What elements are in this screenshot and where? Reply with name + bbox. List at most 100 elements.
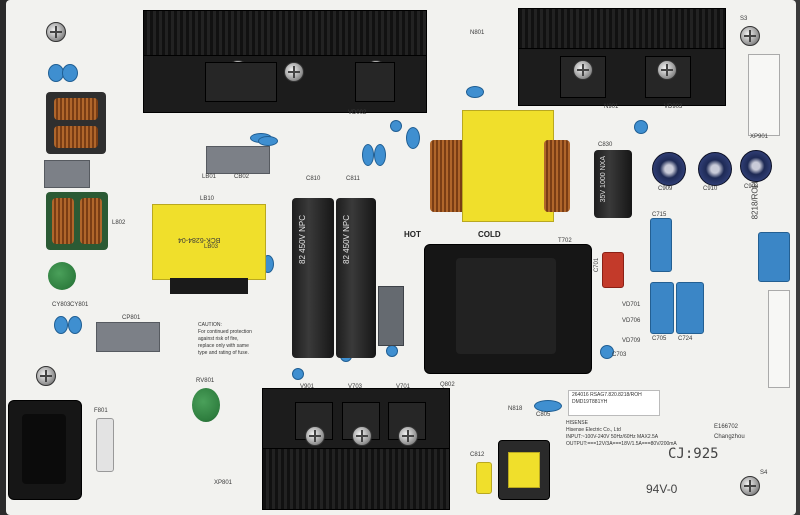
ref-label: LB01 bbox=[202, 174, 217, 180]
relay bbox=[378, 286, 404, 346]
choke-2-winding bbox=[52, 198, 74, 244]
maker-name: Hisense Electric Co., Ltd bbox=[566, 427, 621, 433]
output-capacitor bbox=[594, 150, 632, 218]
varistor bbox=[192, 388, 220, 422]
choke-2-winding bbox=[80, 198, 102, 244]
ref-c705: C705 bbox=[652, 336, 667, 342]
heatsink-top-right-base bbox=[518, 48, 726, 106]
ref-c715: C715 bbox=[652, 212, 667, 218]
yellow-capacitor bbox=[476, 462, 492, 494]
ref-label: CY803 bbox=[52, 302, 71, 308]
ref-label: Q802 bbox=[440, 382, 455, 388]
film-capacitor-red bbox=[602, 252, 624, 288]
board-sticker: 264016 RSAG7.820.8218/ROH DMD19T881YH bbox=[568, 390, 660, 416]
ref-label: VD903 bbox=[664, 104, 683, 110]
ceramic-capacitor bbox=[390, 120, 402, 132]
filter-capacitor bbox=[740, 150, 772, 182]
choke-1-winding bbox=[54, 98, 98, 120]
ref-label: CB02 bbox=[234, 174, 250, 180]
ceramic-capacitor bbox=[386, 345, 398, 357]
ceramic-capacitor bbox=[406, 127, 420, 149]
ref-f801: F801 bbox=[94, 408, 108, 414]
ref-label: C812 bbox=[470, 452, 485, 458]
choke-1-winding bbox=[54, 126, 98, 148]
bulk-capacitor-label: 82 450V NPC bbox=[298, 215, 307, 264]
screw bbox=[740, 26, 760, 46]
transformer-standby-base bbox=[170, 278, 248, 294]
screw bbox=[352, 426, 372, 446]
screw bbox=[284, 62, 304, 82]
ref-label: S3 bbox=[740, 16, 748, 22]
ref-vd706: VD706 bbox=[622, 318, 641, 324]
connector-xp901 bbox=[748, 54, 780, 136]
ref-label: N801 bbox=[470, 30, 485, 36]
ceramic-capacitor bbox=[292, 368, 304, 380]
film-capacitor bbox=[676, 282, 704, 334]
caution-line: type and rating of fuse. bbox=[198, 350, 249, 356]
ref-label: CY801 bbox=[70, 302, 89, 308]
film-capacitor bbox=[650, 282, 674, 334]
ref-label: L802 bbox=[112, 220, 126, 226]
pfc-transformer-ref: T702 bbox=[558, 238, 572, 244]
ceramic-capacitor bbox=[634, 120, 648, 134]
ref-c908: C908 bbox=[744, 184, 759, 190]
caution-line: against risk of fire, bbox=[198, 336, 239, 342]
caution-line: For continued protection bbox=[198, 329, 252, 335]
bulk-capacitor bbox=[292, 198, 334, 358]
main-transformer-winding bbox=[544, 140, 570, 212]
ref-label: C810 bbox=[306, 176, 321, 182]
cold-label: COLD bbox=[478, 230, 501, 239]
ref-label: S4 bbox=[760, 470, 768, 476]
heatsink-top-right bbox=[518, 8, 726, 50]
ref-label: N901 bbox=[604, 104, 619, 110]
caution-line: CAUTION: bbox=[198, 322, 222, 328]
bulk-capacitor-label: 82 450V NPC bbox=[342, 215, 351, 264]
output-choke-winding bbox=[508, 452, 540, 488]
ceramic-capacitor bbox=[54, 316, 68, 334]
screw bbox=[46, 22, 66, 42]
power-transistor bbox=[205, 62, 277, 102]
ceramic-capacitor bbox=[68, 316, 82, 334]
ceramic-capacitor bbox=[362, 144, 374, 166]
ref-label: LB03 bbox=[204, 244, 219, 250]
ac-inlet-socket bbox=[22, 414, 66, 484]
ceramic-capacitor bbox=[466, 86, 484, 98]
ref-label: V901 bbox=[300, 384, 315, 390]
ul-mark: E166702 bbox=[714, 424, 739, 430]
maker-label: HISENSE Hisense Electric Co., Ltd INPUT:… bbox=[566, 420, 716, 448]
caution-block: CAUTION: For continued protection agains… bbox=[198, 322, 294, 357]
ref-label: N818 bbox=[508, 406, 523, 412]
heatsink-top-left bbox=[143, 10, 427, 57]
maker-output: OUTPUT:===12V/3A===18V/1.5A===80V/200mA bbox=[566, 441, 677, 447]
bulk-capacitor bbox=[336, 198, 376, 358]
cj-code: CJ:925 bbox=[668, 446, 719, 462]
thermistor bbox=[48, 262, 76, 290]
output-capacitor-label: 35V 1000 NXA bbox=[600, 156, 607, 203]
ref-label: VD002 bbox=[348, 110, 367, 116]
fuse bbox=[96, 418, 114, 472]
maker-company: HISENSE bbox=[566, 420, 588, 426]
ref-c909: C909 bbox=[658, 186, 673, 192]
ref-xp801: XP801 bbox=[214, 480, 233, 486]
caution-line: replace only with same bbox=[198, 343, 249, 349]
screw bbox=[573, 60, 593, 80]
ref-label: V701 bbox=[396, 384, 411, 390]
film-capacitor bbox=[758, 232, 790, 282]
ref-c701: C701 bbox=[594, 257, 601, 273]
ref-label: LB10 bbox=[200, 196, 215, 202]
ref-rv801: RV801 bbox=[196, 378, 215, 384]
filter-capacitor bbox=[652, 152, 686, 186]
ref-vd701: VD701 bbox=[622, 302, 641, 308]
x-capacitor bbox=[206, 146, 270, 174]
ref-c910: C910 bbox=[703, 186, 718, 192]
screw bbox=[305, 426, 325, 446]
ref-vd709: VD709 bbox=[622, 338, 641, 344]
hot-label: HOT bbox=[404, 230, 421, 239]
screw bbox=[657, 60, 677, 80]
ceramic-capacitor bbox=[258, 136, 278, 146]
ref-xp901: XP901 bbox=[750, 134, 769, 140]
heatsink-bottom bbox=[262, 448, 450, 510]
transformer-standby-label: BCK-6284-04 bbox=[178, 236, 221, 243]
ceramic-capacitor bbox=[600, 345, 614, 359]
